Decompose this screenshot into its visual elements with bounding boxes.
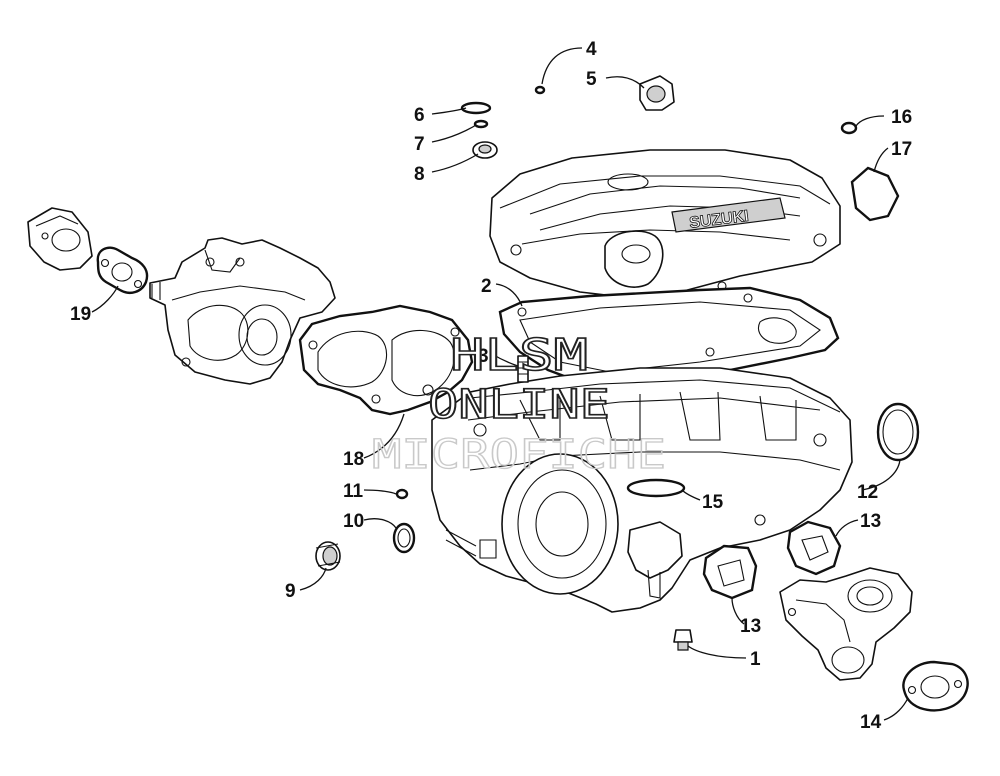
elbow-fitting-left bbox=[27, 207, 93, 271]
callout-1: 1 bbox=[750, 649, 761, 670]
callout-10: 10 bbox=[343, 511, 364, 532]
callout-13-upper: 13 bbox=[860, 511, 881, 532]
o-ring-16 bbox=[840, 121, 858, 135]
callout-labels: 1 2 3 4 5 6 7 8 9 10 11 12 13 13 14 15 1… bbox=[70, 39, 912, 733]
o-ring-15 bbox=[626, 478, 686, 498]
seal-8 bbox=[472, 141, 498, 159]
callout-13-lower: 13 bbox=[740, 616, 761, 637]
gasket-18 bbox=[298, 304, 474, 416]
gasket-19 bbox=[96, 246, 149, 294]
callout-11: 11 bbox=[343, 481, 364, 502]
watermark-line1: HLSM bbox=[450, 330, 588, 381]
callout-4: 4 bbox=[586, 39, 597, 60]
gasket-2 bbox=[498, 286, 840, 388]
watermark-line3: MICROFICHE bbox=[372, 432, 666, 478]
gasket-13-upper bbox=[786, 520, 842, 576]
callout-5: 5 bbox=[586, 69, 597, 90]
callout-17: 17 bbox=[891, 139, 912, 160]
callout-2: 2 bbox=[481, 276, 492, 297]
o-ring-7 bbox=[473, 119, 489, 129]
callout-6: 6 bbox=[414, 105, 425, 126]
o-ring-4 bbox=[534, 85, 546, 95]
plug-1 bbox=[673, 629, 693, 651]
callout-7: 7 bbox=[414, 134, 425, 155]
callout-14: 14 bbox=[860, 712, 882, 733]
cap-5 bbox=[639, 75, 675, 111]
callout-9: 9 bbox=[285, 581, 296, 602]
o-ring-12 bbox=[876, 402, 920, 462]
elbow-fitting-right bbox=[779, 567, 913, 681]
gasket-17 bbox=[850, 166, 900, 222]
callout-18: 18 bbox=[343, 449, 364, 470]
callout-15: 15 bbox=[702, 492, 724, 513]
callout-19: 19 bbox=[70, 304, 91, 325]
seal-10 bbox=[392, 522, 416, 554]
leader-lines bbox=[91, 47, 909, 721]
callout-16: 16 bbox=[891, 107, 912, 128]
watermark-line2: ONLINE bbox=[428, 382, 610, 428]
callout-8: 8 bbox=[414, 164, 425, 185]
gasket-13-lower bbox=[702, 544, 758, 600]
gasket-14 bbox=[902, 660, 969, 712]
o-ring-6 bbox=[460, 101, 492, 115]
seal-9 bbox=[315, 541, 341, 571]
callout-3: 3 bbox=[478, 346, 489, 367]
valve-cover: SUZUKI bbox=[489, 149, 841, 299]
washer-11 bbox=[395, 488, 409, 500]
bolt-3 bbox=[517, 355, 529, 383]
watermark: HLSM ONLINE MICROFICHE bbox=[371, 329, 666, 478]
callout-12: 12 bbox=[857, 482, 878, 503]
intake-manifold bbox=[149, 237, 336, 385]
